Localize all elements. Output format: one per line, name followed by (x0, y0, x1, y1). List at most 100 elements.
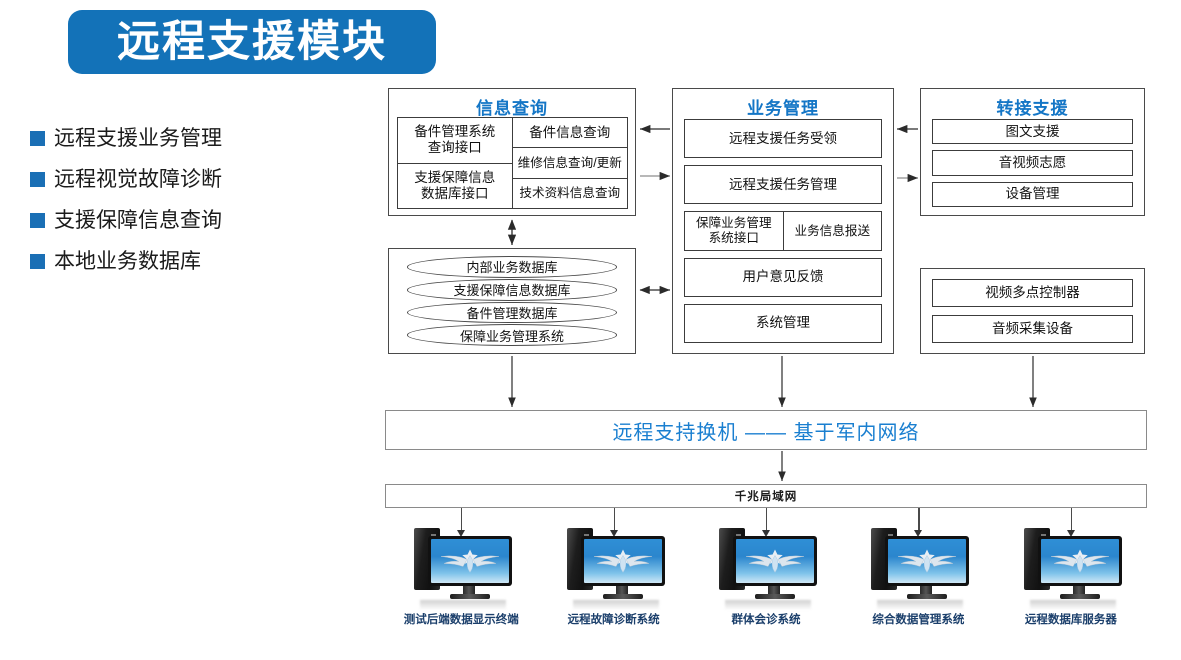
db-spare-parts: 备件管理数据库 (407, 301, 617, 324)
monitor-base (602, 594, 643, 599)
business-row: 远程支援任务受领 (684, 119, 882, 159)
network-bar-gigabit-lan: 千兆局域网 (385, 484, 1147, 508)
network-bar-gigabit-lan-label: 千兆局域网 (734, 491, 798, 503)
biz-cell-business-info-report: 业务信息报送 (783, 211, 882, 251)
bullet-square-icon (30, 131, 45, 146)
monitor-icon (1037, 536, 1122, 586)
equip-cell-audio-capture: 音频采集设备 (932, 315, 1133, 343)
cell-line-2: 系统接口 (708, 231, 759, 245)
computer-icon (1016, 528, 1126, 610)
arrow-down-icon (914, 530, 923, 537)
bullet-square-icon (30, 213, 45, 228)
terminal-label: 综合数据管理系统 (872, 614, 965, 626)
arrow-down-icon (457, 530, 466, 537)
db-internal-business: 内部业务数据库 (407, 256, 617, 278)
connector-line (613, 508, 615, 534)
monitor-icon (733, 536, 818, 586)
equip-cell-video-mcu: 视频多点控制器 (932, 279, 1133, 307)
winged-star-emblem-icon (593, 549, 652, 573)
terminal-label: 远程数据库服务器 (1024, 614, 1117, 626)
feature-label: 本地业务数据库 (54, 250, 201, 273)
network-bar-remote-switch: 远程支持换机 —— 基于军内网络 (385, 410, 1147, 450)
winged-star-emblem-icon (1050, 549, 1109, 573)
biz-cell-user-feedback: 用户意见反馈 (684, 257, 882, 297)
terminal-label: 测试后端数据显示终端 (403, 614, 519, 626)
terminal-row: 测试后端数据显示终端 远程故障诊断系统 (385, 508, 1147, 638)
panel-av-equipment: 视频多点控制器 音频采集设备 (920, 268, 1145, 354)
monitor-stand (768, 586, 781, 595)
connector-line (1070, 508, 1073, 534)
monitor-base (1059, 594, 1100, 599)
cell-line-1: 备件管理系统 (414, 124, 496, 140)
terminal-label: 远程故障诊断系统 (567, 614, 660, 626)
biz-cell-task-manage: 远程支援任务管理 (684, 165, 882, 205)
connector-line (461, 508, 463, 534)
terminal-remote-database-server: 远程数据库服务器 (995, 508, 1147, 638)
winged-star-emblem-icon (745, 549, 805, 573)
monitor-stand (615, 586, 628, 595)
monitor-base (755, 594, 796, 599)
panel-business-management: 业务管理 远程支援任务受领 远程支援任务管理 保障业务管理 系统接口 业务信息报… (672, 88, 894, 354)
reflection (725, 600, 812, 610)
terminal-remote-fault-diagnosis: 远程故障诊断系统 (537, 508, 689, 638)
info-query-left-column: 备件管理系统 查询接口 支援保障信息 数据库接口 (397, 117, 513, 209)
info-cell-spare-parts-interface: 备件管理系统 查询接口 (397, 117, 513, 163)
info-cell-repair-query-update: 维修信息查询/更新 (512, 147, 628, 178)
info-cell-technical-doc-query: 技术资料信息查询 (512, 177, 628, 209)
computer-icon (406, 528, 516, 610)
info-cell-spare-parts-query: 备件信息查询 (512, 117, 628, 148)
feature-list: 远程支援业务管理 远程视觉故障诊断 支援保障信息查询 本地业务数据库 (30, 128, 330, 292)
terminal-group-consultation: 群体会诊系统 (690, 508, 842, 638)
monitor-stand (920, 586, 933, 595)
bullet-square-icon (30, 254, 45, 269)
monitor-stand (1072, 586, 1085, 595)
panel-info-query: 信息查询 备件管理系统 查询接口 支援保障信息 数据库接口 备件信息查询 维修信… (388, 88, 636, 216)
terminal-integrated-data-management: 综合数据管理系统 (842, 508, 994, 638)
feature-label: 支援保障信息查询 (54, 209, 222, 232)
db-support-info: 支援保障信息数据库 (407, 278, 617, 301)
business-rows: 远程支援任务受领 远程支援任务管理 保障业务管理 系统接口 业务信息报送 用户意… (684, 119, 882, 344)
reflection (420, 600, 507, 610)
arrow-down-icon (1066, 530, 1075, 537)
arrow-down-icon (609, 530, 618, 537)
list-item: 远程视觉故障诊断 (30, 169, 330, 190)
transfer-cell-av-volunteer: 音视频志愿 (932, 150, 1133, 176)
monitor-icon (580, 536, 665, 586)
biz-cell-system-management: 系统管理 (684, 303, 882, 344)
terminal-label: 群体会诊系统 (731, 614, 801, 626)
panel-transfer-support-title: 转接支援 (996, 99, 1069, 118)
page-title-banner: 远程支援模块 (68, 10, 436, 74)
reflection (877, 600, 964, 610)
db-support-business-system: 保障业务管理系统 (407, 324, 617, 346)
database-list: 内部业务数据库 支援保障信息数据库 备件管理数据库 保障业务管理系统 (407, 256, 617, 346)
computer-icon (711, 528, 821, 610)
winged-star-emblem-icon (898, 549, 957, 573)
winged-star-emblem-icon (441, 549, 500, 573)
page-title: 远程支援模块 (117, 17, 387, 66)
biz-cell-task-receive: 远程支援任务受领 (684, 119, 882, 159)
feature-label: 远程支援业务管理 (54, 127, 222, 150)
business-row: 用户意见反馈 (684, 257, 882, 297)
info-query-right-column: 备件信息查询 维修信息查询/更新 技术资料信息查询 (512, 117, 628, 209)
connector-line (766, 508, 768, 534)
biz-cell-support-system-interface: 保障业务管理 系统接口 (684, 211, 784, 251)
panel-transfer-support: 转接支援 图文支援 音视频志愿 设备管理 (920, 88, 1145, 216)
panel-local-databases: 内部业务数据库 支援保障信息数据库 备件管理数据库 保障业务管理系统 (388, 248, 636, 354)
arrow-down-icon (762, 530, 771, 537)
network-bar-remote-switch-label: 远程支持换机 —— 基于军内网络 (612, 421, 920, 444)
transfer-cell-text-image-support: 图文支援 (932, 119, 1133, 145)
transfer-cell-device-management: 设备管理 (932, 181, 1133, 207)
feature-label: 远程视觉故障诊断 (54, 168, 222, 191)
cell-line-1: 保障业务管理 (695, 216, 772, 231)
monitor-base (907, 594, 948, 599)
monitor-stand (463, 586, 476, 595)
info-query-grid: 备件管理系统 查询接口 支援保障信息 数据库接口 备件信息查询 维修信息查询/更… (397, 117, 628, 209)
terminal-test-backend-display: 测试后端数据显示终端 (385, 508, 537, 638)
computer-icon (559, 528, 669, 610)
computer-icon (863, 528, 973, 610)
monitor-icon (885, 536, 970, 586)
reflection (1029, 600, 1116, 610)
info-cell-support-db-interface: 支援保障信息 数据库接口 (397, 162, 513, 209)
business-row: 系统管理 (684, 303, 882, 344)
bullet-square-icon (30, 172, 45, 187)
